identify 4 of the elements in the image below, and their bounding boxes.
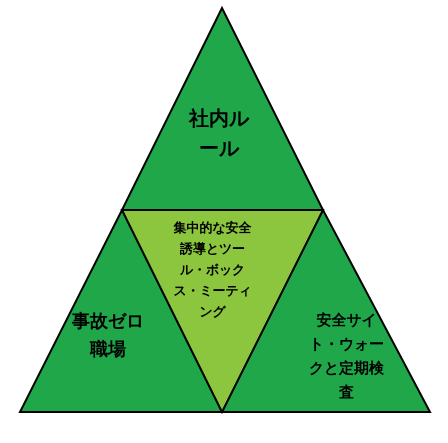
triangle-label: 安全サイト・ウォークと定期検査: [308, 310, 384, 403]
triangle-label: 社内ルール: [188, 105, 250, 162]
triangle-label: 集中的な安全誘導とツール・ボックス・ミーティング: [172, 220, 252, 322]
triangle-label: 事故ゼロ職場: [70, 310, 145, 362]
